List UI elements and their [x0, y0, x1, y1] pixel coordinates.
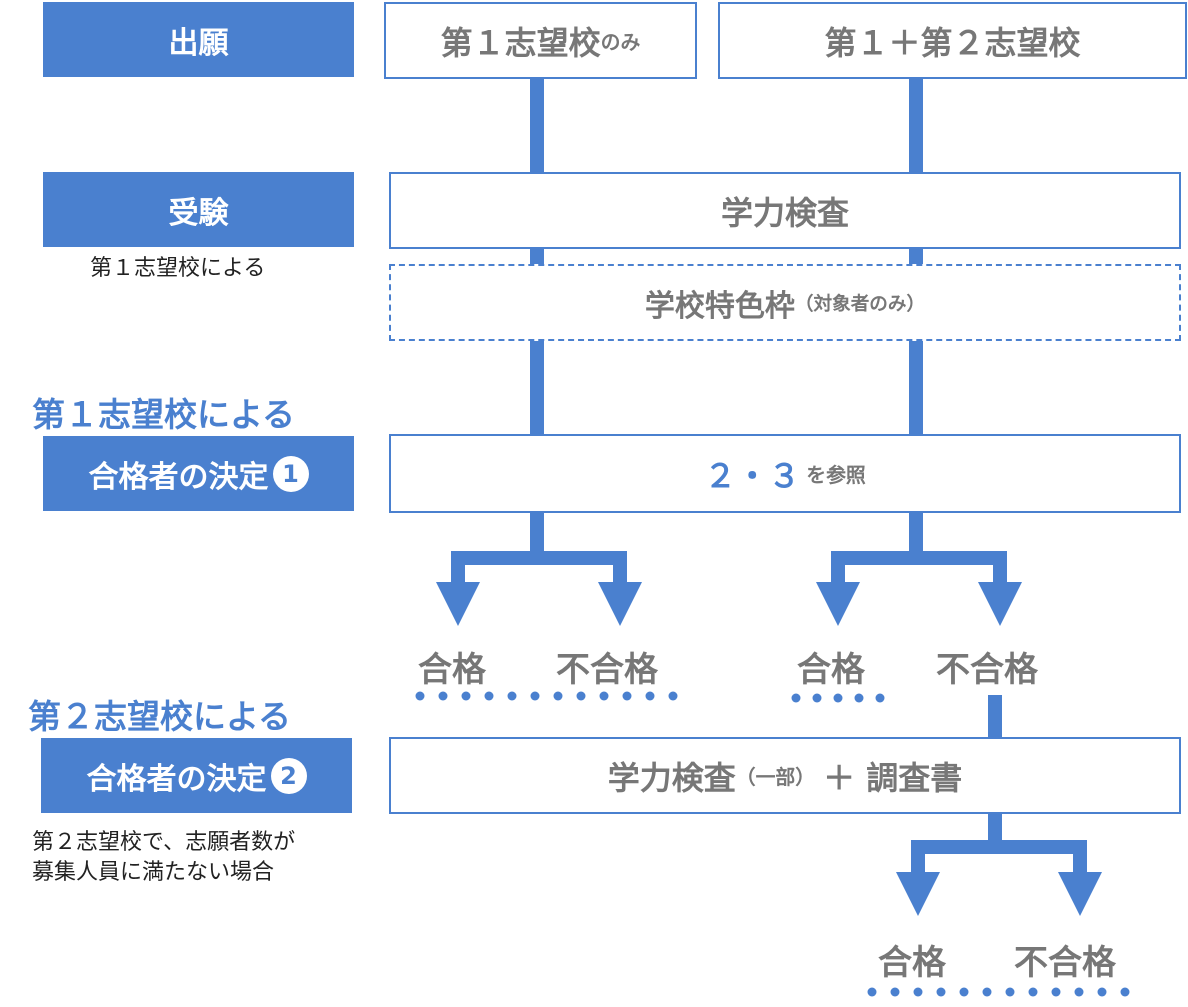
- decision2-note: 第２志望校で、志願者数が 募集人員に満たない場合: [32, 828, 372, 888]
- outcome-bottom-fail: 不合格: [1014, 943, 1116, 983]
- row-label-application-text: 出願: [168, 25, 229, 61]
- row-label-application: 出願: [43, 2, 354, 77]
- box-academic-test-main: 学力検査: [720, 193, 849, 232]
- branch-bar-left: [451, 551, 627, 565]
- arrow-bottom-fail: [1058, 872, 1102, 916]
- connector-right-mid: [909, 248, 923, 266]
- arrow-left-fail: [598, 582, 642, 626]
- arrow-left-pass: [436, 582, 480, 626]
- decision2-note-line1: 第２志望校で、志願者数が: [32, 830, 296, 855]
- number-1-icon: 1: [272, 455, 309, 492]
- box-first-choice-only-main: 第１志望校: [440, 23, 601, 62]
- decision1-heading: 第１志望校による: [32, 395, 296, 434]
- connector-second-split: [988, 812, 1002, 844]
- box-first-choice-only-suffix: のみ: [600, 31, 641, 54]
- row-label-exam: 受験: [43, 172, 354, 247]
- box-second-exam: 学力検査（一部） ＋ 調査書: [389, 737, 1181, 814]
- box-special-quota-main: 学校特色枠: [644, 288, 795, 324]
- box-first-plus-second: 第１＋第２志望校: [718, 2, 1187, 79]
- exam-note: 第１志望校による: [90, 256, 266, 281]
- dotted-line-right: [791, 693, 885, 703]
- box-second-exam-main: 学力検査: [607, 758, 736, 797]
- decision2-note-line2: 募集人員に満たない場合: [32, 860, 275, 885]
- branch-bar-bottom: [911, 840, 1087, 854]
- box-first-choice-only: 第１志望校のみ: [384, 2, 697, 79]
- connector-right-split: [909, 512, 923, 554]
- outcome-bottom-pass: 合格: [878, 943, 946, 983]
- connector-right-lower: [909, 340, 923, 436]
- arrow-right-pass: [816, 582, 860, 626]
- arrow-right-fail: [978, 582, 1022, 626]
- connector-fail-to-second: [988, 695, 1002, 737]
- row-label-decision1-text: 合格者の決定: [88, 459, 269, 495]
- connector-left-top: [530, 78, 544, 174]
- outcome-left-fail: 不合格: [556, 650, 658, 690]
- row-label-exam-text: 受験: [168, 195, 229, 231]
- connector-left-lower: [530, 340, 544, 436]
- box-first-plus-second-main: 第１＋第２志望校: [824, 23, 1081, 62]
- dotted-line-left: [415, 691, 678, 701]
- outcome-right-pass: 合格: [797, 650, 865, 690]
- dotted-line-bottom: [867, 987, 1130, 997]
- box-refer-suffix: を参照: [806, 464, 866, 487]
- row-label-decision2-text: 合格者の決定: [86, 761, 267, 797]
- branch-bar-right: [831, 551, 1007, 565]
- row-label-decision2: 合格者の決定 2: [41, 738, 352, 813]
- number-2-icon: 2: [270, 757, 307, 794]
- connector-left-mid: [530, 248, 544, 266]
- box-second-exam-mid: （一部）: [735, 766, 816, 789]
- box-second-exam-tail: ＋ 調査書: [823, 758, 963, 797]
- box-special-quota: 学校特色枠（対象者のみ）: [389, 264, 1181, 341]
- decision2-heading: 第２志望校による: [28, 697, 292, 736]
- connector-left-split: [530, 512, 544, 554]
- row-label-decision1: 合格者の決定 1: [43, 436, 354, 511]
- box-special-quota-suffix: （対象者のみ）: [794, 294, 926, 315]
- arrow-bottom-pass: [896, 872, 940, 916]
- box-academic-test: 学力検査: [389, 172, 1181, 249]
- outcome-left-pass: 合格: [418, 650, 486, 690]
- connector-right-top: [909, 78, 923, 174]
- outcome-right-fail: 不合格: [936, 650, 1038, 690]
- box-refer-main: ２・３: [704, 456, 801, 495]
